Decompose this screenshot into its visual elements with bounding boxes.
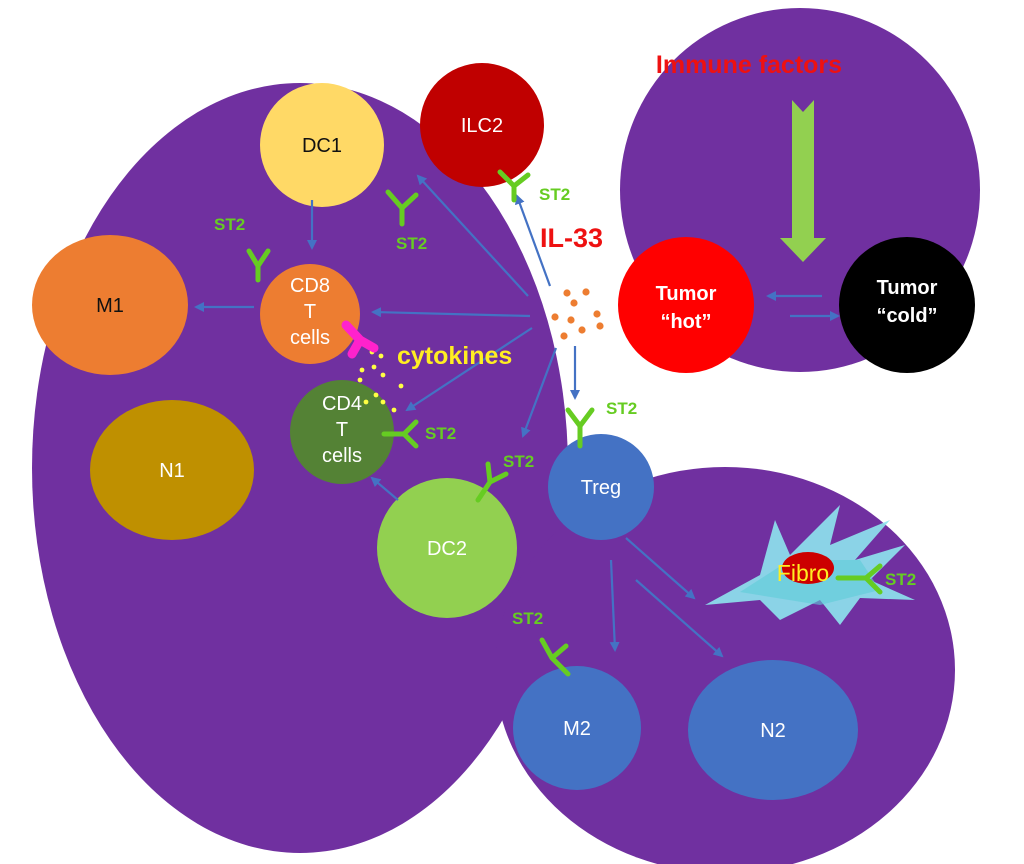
fibro-label: Fibro [777,560,829,586]
tumor-cold-label-line1: Tumor [877,277,938,299]
n1-label: N1 [159,460,185,482]
cd8-label-line3: cells [290,327,330,349]
st2-label-m2: ST2 [512,609,543,628]
ilc2-label: ILC2 [461,115,503,137]
st2-label-treg: ST2 [606,399,637,418]
dc1-label: DC1 [302,135,342,157]
il33-label: IL-33 [540,223,603,253]
st2-label-dc1: ST2 [396,234,427,253]
il33-particles [551,288,603,339]
m2-label: M2 [563,718,591,740]
treg-label: Treg [581,477,621,499]
st2-label-cd8: ST2 [214,215,245,234]
cd4-label-line1: CD4 [322,393,362,415]
cytokines-label: cytokines [397,342,512,370]
tumor-hot-cell [618,237,754,373]
dc2-label: DC2 [427,538,467,560]
st2-label-dc2: ST2 [503,452,534,471]
st2-label-fibro: ST2 [885,570,916,589]
st2-label-ilc2: ST2 [539,185,570,204]
cd8-label-line1: CD8 [290,275,330,297]
tumor-hot-label-line2: “hot” [660,311,711,333]
cd8-label-line2: T [304,301,316,323]
st2-label-cd4: ST2 [425,424,456,443]
n2-label: N2 [760,720,786,742]
tumor-hot-label-line1: Tumor [656,283,717,305]
cd4-label-line3: cells [322,445,362,467]
m1-label: M1 [96,295,124,317]
tumor-cold-label-line2: “cold” [876,305,937,327]
type2-compartment [495,467,955,864]
immune-factors-title: Immune factors [656,51,842,79]
cd4-label-line2: T [336,419,348,441]
